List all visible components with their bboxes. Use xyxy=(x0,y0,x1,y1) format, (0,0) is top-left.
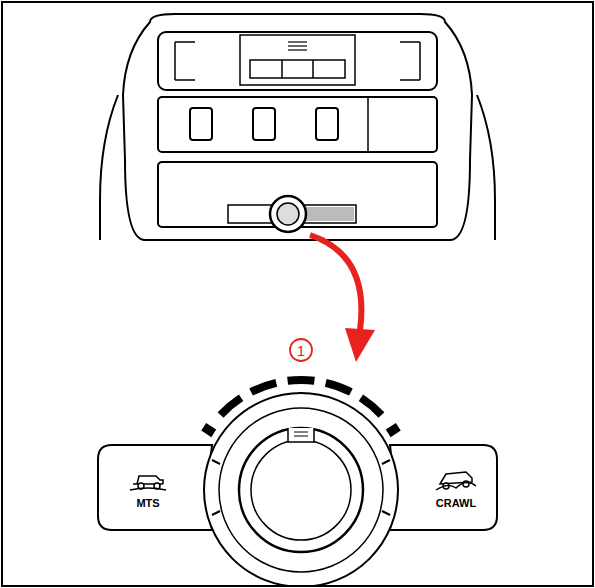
map-lamp xyxy=(400,42,420,80)
zoom-arrow xyxy=(310,235,375,362)
mode-label: MTS xyxy=(136,498,159,509)
tick-mark xyxy=(221,398,242,415)
dial-ring xyxy=(204,393,398,586)
console-side xyxy=(100,95,118,240)
tick-mark xyxy=(200,424,213,447)
tick-mark xyxy=(251,383,276,392)
tick-mark xyxy=(388,427,398,434)
dial-panel xyxy=(98,393,497,586)
tick-mark xyxy=(326,383,351,392)
tick-mark xyxy=(204,427,214,434)
crawl-icon xyxy=(436,472,476,490)
tick-mark xyxy=(288,376,315,385)
selector-knob xyxy=(270,196,306,232)
rocker-switch xyxy=(250,60,345,78)
callout-number: 1 xyxy=(297,343,305,358)
button-panel xyxy=(158,97,437,152)
switch-button xyxy=(253,108,275,140)
overhead-console xyxy=(100,14,495,240)
switch-button xyxy=(316,108,338,140)
lamp-panel xyxy=(158,32,437,90)
tick-mark xyxy=(389,424,402,447)
callout-circle xyxy=(290,339,312,361)
switch-housing xyxy=(240,35,355,85)
mts-button xyxy=(98,445,212,530)
selector-panel xyxy=(158,162,437,227)
console-housing xyxy=(123,14,472,240)
tick-mark xyxy=(361,398,382,415)
mode-label: CRAWL xyxy=(436,498,476,509)
mts-icon xyxy=(130,476,166,490)
crawl-button xyxy=(390,445,497,530)
map-lamp xyxy=(175,42,195,80)
switch-button xyxy=(190,108,212,140)
console-side xyxy=(477,95,495,240)
dial-knob xyxy=(239,428,363,552)
